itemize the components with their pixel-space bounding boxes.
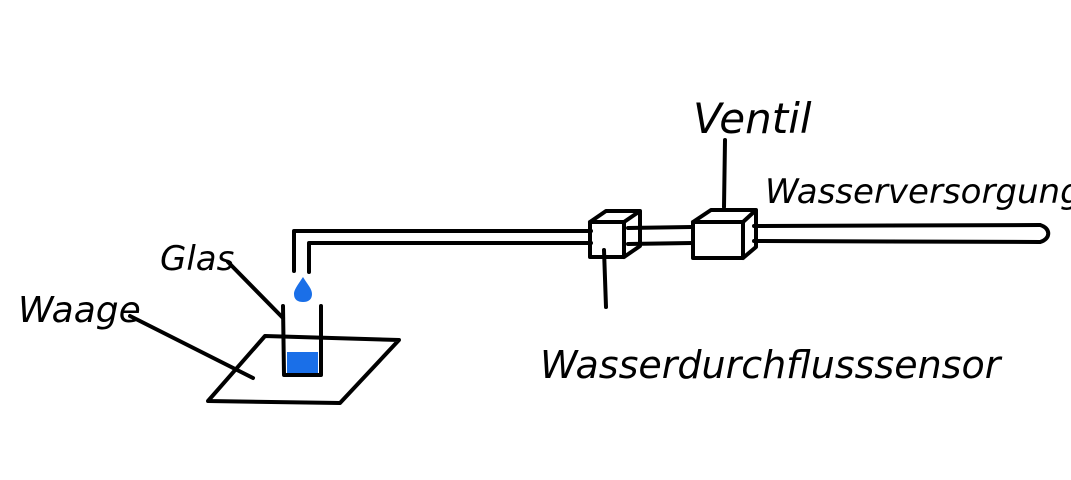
scale-platform <box>206 334 401 405</box>
valve-cube <box>691 208 758 260</box>
glass-outline <box>281 304 323 377</box>
pipe-segment-middle <box>626 225 694 246</box>
water-supply-label: Wasserversorgung <box>765 172 1071 212</box>
pipe-end-cap <box>1038 223 1051 244</box>
pipe-inner-wall <box>307 241 593 274</box>
flow-sensor-box <box>588 209 642 259</box>
valve-label: Ventil <box>693 94 812 143</box>
valve-box <box>691 208 758 260</box>
glass <box>281 304 323 377</box>
glass-label: Glas <box>160 239 234 279</box>
pipe-segment-supply <box>752 223 1042 244</box>
flow-sensor-cube <box>588 209 642 259</box>
valve-leader-line <box>722 138 727 209</box>
glass-leader-line <box>226 260 285 320</box>
water-drop <box>294 277 312 302</box>
flow-sensor-leader-line <box>602 248 608 309</box>
water-in-glass <box>287 352 318 373</box>
scale-label: Waage <box>18 290 141 331</box>
pipe <box>292 223 1051 274</box>
pipe-outer-wall <box>292 229 593 273</box>
flow-sensor-label: Wasserdurchflusssensor <box>540 343 1003 387</box>
scale-leader-line <box>128 314 255 380</box>
